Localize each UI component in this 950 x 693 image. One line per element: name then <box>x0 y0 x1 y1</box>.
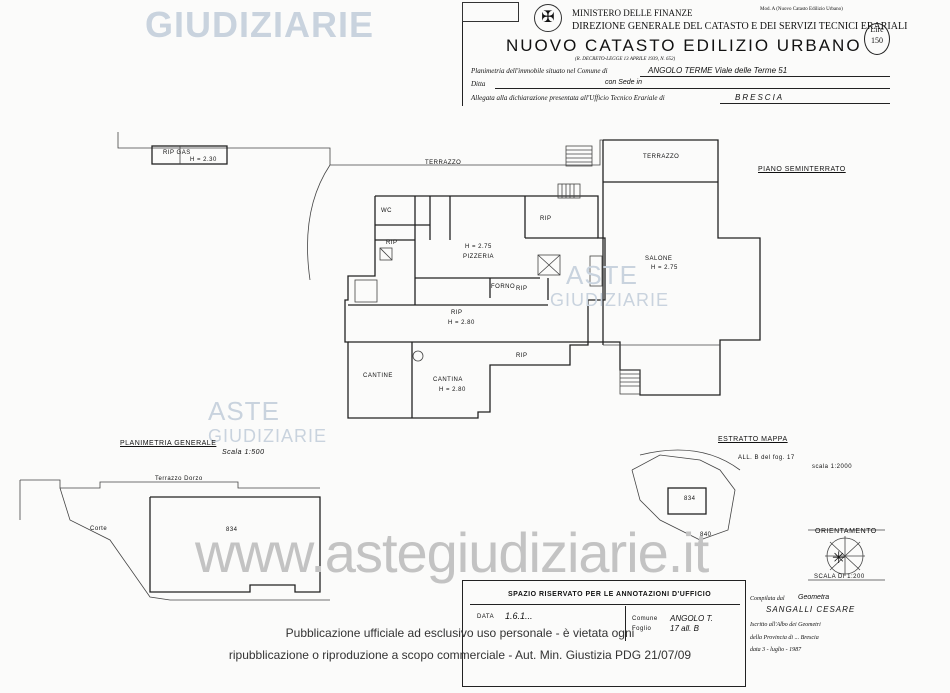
ufficio-foglio-label: Foglio <box>632 626 652 632</box>
general-corte: Corte <box>90 526 108 532</box>
compiled-albo: Iscritto all'Albo dei Geometri <box>750 622 821 628</box>
watermark-left-aste: ASTE <box>208 396 280 426</box>
watermark-url: www.astegiudiziarie.it <box>195 521 709 584</box>
document-title: NUOVO CATASTO EDILIZIO URBANO <box>506 36 862 55</box>
room-terrazzo-1: TERRAZZO <box>425 160 462 166</box>
estratto-lot-1: 834 <box>684 496 696 502</box>
ufficio-comune-value: ANGOLO T. <box>670 614 713 623</box>
ministry-name: MINISTERO DELLE FINANZE <box>572 8 693 18</box>
small-box-height: H = 2.30 <box>190 157 217 163</box>
model-text: Mod. A (Nuovo Catasto Edilizio Urbano) <box>760 7 843 12</box>
room-pizzeria: PIZZERIA <box>463 254 495 260</box>
ufficio-box <box>462 580 746 687</box>
estratto-title: ESTRATTO MAPPA <box>718 436 788 443</box>
compiled-title: Geometra <box>798 594 830 601</box>
compass-icon: ✳ <box>832 550 846 567</box>
row3-value: BRESCIA <box>735 93 785 102</box>
cantina-height: H = 2.80 <box>439 387 466 393</box>
footer-line-1: Pubblicazione ufficiale ad esclusivo uso… <box>285 626 635 640</box>
room-rip-bottom: RIP <box>516 353 528 359</box>
general-scale: Scala 1:500 <box>222 449 265 456</box>
ufficio-data-value: 1.6.1... <box>505 611 533 621</box>
ufficio-comune-label: Comune <box>632 616 658 622</box>
room-wc: WC <box>381 208 392 214</box>
compiled-data: data 3 - luglio - 1987 <box>750 647 802 653</box>
orientamento-label: ORIENTAMENTO <box>815 528 877 535</box>
room-terrazzo-2: TERRAZZO <box>643 154 680 160</box>
lire-stamp: Lire 150 <box>864 23 890 55</box>
room-cantina: CANTINA <box>433 377 463 383</box>
compiled-provincia: della Provincia di ... Brescia <box>750 635 819 641</box>
general-terrace: Terrazzo Dorzo <box>155 476 203 482</box>
room-salone: SALONE <box>645 256 673 262</box>
watermark-left-giudiziarie: GIUDIZIARIE <box>208 426 328 446</box>
stamp-box <box>462 2 519 22</box>
ufficio-foglio-value: 17 all. B <box>670 624 699 633</box>
lire-value: 150 <box>871 36 883 45</box>
footer-line-2: ripubblicazione o riproduzione a scopo c… <box>228 648 692 662</box>
orientamento-scale: SCALA DI 1:200 <box>814 574 865 580</box>
room-rip-top: RIP <box>540 216 552 222</box>
estratto-ref: ALL. B del fog. 17 <box>738 455 795 461</box>
watermark-logo-top: GIUDIZIARIE <box>145 4 375 45</box>
row1-value: ANGOLO TERME Viale delle Terme 51 <box>648 66 788 75</box>
room-rip-forno: RIP <box>516 286 528 292</box>
direction-name: DIREZIONE GENERALE DEL CATASTO E DEI SER… <box>572 21 908 32</box>
ufficio-heading: SPAZIO RISERVATO PER LE ANNOTAZIONI D'UF… <box>508 591 712 598</box>
floor-label: PIANO SEMINTERRATO <box>758 166 846 173</box>
ufficio-data-label: DATA <box>477 614 495 620</box>
salone-height: H = 2.75 <box>651 265 678 271</box>
room-rip-small: RIP <box>386 240 398 246</box>
watermark-mid-giudiziarie: GIUDIZIARIE <box>550 290 670 310</box>
room-rip-main: RIP <box>451 310 463 316</box>
pizzeria-height: H = 2.75 <box>465 244 492 250</box>
general-title: PLANIMETRIA GENERALE <box>120 440 217 447</box>
general-lot: 834 <box>226 527 238 533</box>
compiled-name: SANGALLI CESARE <box>766 605 856 614</box>
row2-value: con Sede in <box>605 79 642 86</box>
estratto-scale: scala 1:2000 <box>812 464 853 470</box>
room-cantine: CANTINE <box>363 373 393 379</box>
rip-height: H = 2.80 <box>448 320 475 326</box>
watermark-mid-aste: ASTE <box>566 260 638 290</box>
header-form <box>462 2 893 106</box>
room-forno: FORNO <box>491 284 516 290</box>
lire-label: Lire <box>870 25 884 34</box>
decree-text: (R. DECRETO-LEGGE 13 APRILE 1939, N. 652… <box>575 57 676 62</box>
row3-label: Allegata alla dichiarazione presentata a… <box>471 94 665 102</box>
row1-label: Planimetria dell'immobile situato nel Co… <box>471 67 608 75</box>
estratto-lot-2: 840 <box>700 532 712 538</box>
emblem-icon: ✠ <box>534 4 562 32</box>
compiled-label: Compilata dal <box>750 596 785 602</box>
row2-label: Ditta <box>471 80 486 88</box>
small-box-label: RIP GAS <box>163 150 191 156</box>
